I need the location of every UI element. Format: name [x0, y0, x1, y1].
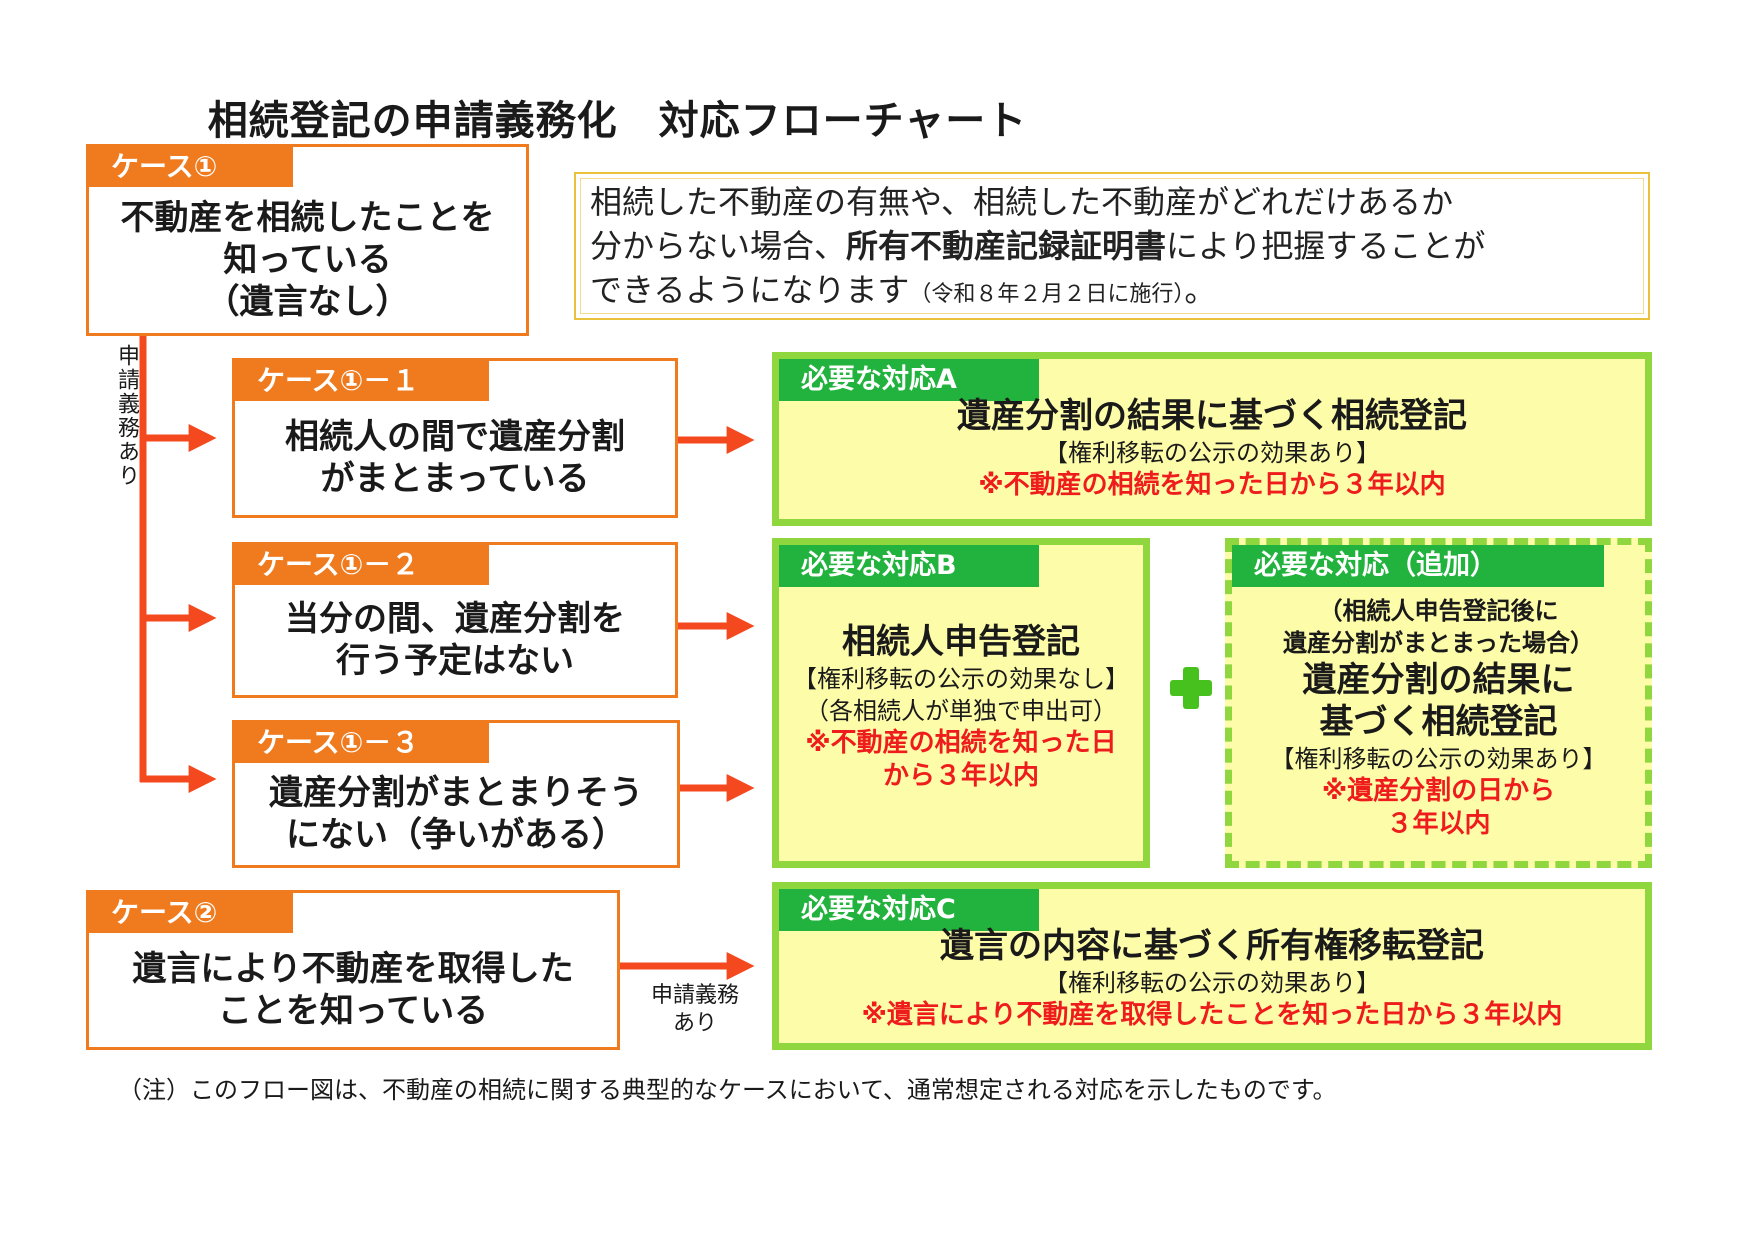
case1-tag: ケース① — [89, 147, 293, 187]
case1-line: 知っている — [223, 240, 392, 280]
case1-2-box: ケース①－２ 当分の間、遺産分割を 行う予定はない — [232, 542, 678, 698]
response-additional-deadline: ※遺産分割の日から — [1321, 776, 1556, 806]
response-c-effect: 【権利移転の公示の効果あり】 — [1044, 969, 1380, 997]
case1-2-text: 当分の間、遺産分割を 行う予定はない — [235, 585, 675, 695]
duty-label-vertical: 申請義務あり — [114, 344, 139, 488]
info-note: 相続した不動産の有無や、相続した不動産がどれだけあるか 分からない場合、所有不動… — [574, 172, 1650, 320]
note-line2: 分からない場合、所有不動産記録証明書により把握することが — [590, 224, 1634, 268]
duty-label-case2: 申請義務 あり — [640, 982, 750, 1038]
note-line3-small: （令和８年２月２日に施行） — [909, 282, 1185, 307]
case1-1-line: がまとまっている — [320, 459, 590, 499]
response-additional-title: 基づく相続登記 — [1319, 702, 1558, 742]
case1-1-line: 相続人の間で遺産分割 — [285, 417, 625, 457]
note-line3: できるようになります（令和８年２月２日に施行）。 — [590, 268, 1634, 317]
response-b-tag: 必要な対応B — [779, 545, 1039, 587]
case1-line: （遺言なし） — [205, 282, 410, 322]
response-b-box: 必要な対応B 相続人申告登記 【権利移転の公示の効果なし】 （各相続人が単独で申… — [772, 538, 1150, 868]
case1-1-tag: ケース①－１ — [235, 361, 489, 401]
case2-line: ことを知っている — [217, 991, 489, 1031]
response-b-effect: 【権利移転の公示の効果なし】 — [793, 665, 1129, 693]
page-title: 相続登記の申請義務化 対応フローチャート — [207, 98, 1028, 144]
response-additional-tag: 必要な対応（追加） — [1232, 545, 1604, 587]
response-c-tag: 必要な対応C — [779, 889, 1039, 931]
case1-text: 不動産を相続したことを 知っている （遺言なし） — [89, 187, 526, 333]
case1-3-line: にない（争いがある） — [286, 815, 626, 855]
response-c-box: 必要な対応C 遺言の内容に基づく所有権移転登記 【権利移転の公示の効果あり】 ※… — [772, 882, 1652, 1050]
case2-line: 遺言により不動産を取得した — [132, 949, 574, 989]
response-additional-box: 必要な対応（追加） （相続人申告登記後に 遺産分割がまとまった場合） 遺産分割の… — [1225, 538, 1652, 868]
response-additional-body: （相続人申告登記後に 遺産分割がまとまった場合） 遺産分割の結果に 基づく相続登… — [1232, 595, 1645, 841]
response-b-note: （各相続人が単独で申出可） — [805, 697, 1117, 725]
response-a-tag: 必要な対応A — [779, 359, 1039, 401]
footer-note: （注）このフロー図は、不動産の相続に関する典型的なケースにおいて、通常想定される… — [118, 1076, 1337, 1104]
case1-3-box: ケース①－３ 遺産分割がまとまりそう にない（争いがある） — [232, 720, 680, 868]
case1-1-box: ケース①－１ 相続人の間で遺産分割 がまとまっている — [232, 358, 678, 518]
case1-2-tag: ケース①－２ — [235, 545, 489, 585]
response-a-box: 必要な対応A 遺産分割の結果に基づく相続登記 【権利移転の公示の効果あり】 ※不… — [772, 352, 1652, 526]
case1-3-text: 遺産分割がまとまりそう にない（争いがある） — [235, 763, 677, 865]
response-additional-condition: 遺産分割がまとまった場合） — [1282, 629, 1595, 657]
note-line2-pre: 分からない場合、 — [590, 227, 847, 265]
response-b-deadline: ※不動産の相続を知った日 — [805, 728, 1117, 758]
note-line2-bold: 所有不動産記録証明書 — [846, 227, 1167, 265]
response-additional-deadline: ３年以内 — [1386, 809, 1491, 839]
case1-line: 不動産を相続したことを — [120, 198, 495, 238]
case1-3-tag: ケース①－３ — [235, 723, 489, 763]
note-line2-post: により把握することが — [1166, 227, 1486, 265]
response-b-body: 相続人申告登記 【権利移転の公示の効果なし】 （各相続人が単独で申出可） ※不動… — [779, 621, 1143, 793]
case1-2-line: 行う予定はない — [336, 641, 574, 681]
case1-2-line: 当分の間、遺産分割を — [285, 599, 625, 639]
case2-box: ケース② 遺言により不動産を取得した ことを知っている — [86, 890, 620, 1050]
response-c-deadline: ※遺言により不動産を取得したことを知った日から３年以内 — [861, 1000, 1563, 1030]
duty-label-case2-line: 申請義務 — [650, 983, 739, 1008]
response-additional-effect: 【権利移転の公示の効果あり】 — [1270, 745, 1607, 773]
note-line1: 相続した不動産の有無や、相続した不動産がどれだけあるか — [590, 183, 1454, 221]
case2-tag: ケース② — [89, 893, 293, 933]
case1-1-text: 相続人の間で遺産分割 がまとまっている — [235, 401, 675, 515]
response-a-body: 遺産分割の結果に基づく相続登記 【権利移転の公示の効果あり】 ※不動産の相続を知… — [779, 395, 1645, 502]
response-a-deadline: ※不動産の相続を知った日から３年以内 — [978, 470, 1446, 500]
response-b-deadline: から３年以内 — [882, 761, 1039, 791]
case1-box: ケース① 不動産を相続したことを 知っている （遺言なし） — [86, 144, 529, 336]
response-a-effect: 【権利移転の公示の効果あり】 — [1044, 439, 1380, 467]
note-line3-main: できるようになります — [590, 271, 910, 309]
response-b-title: 相続人申告登記 — [842, 622, 1080, 662]
case2-text: 遺言により不動産を取得した ことを知っている — [89, 933, 617, 1047]
response-additional-condition: （相続人申告登記後に — [1318, 597, 1559, 625]
note-line3-end: 。 — [1184, 271, 1217, 309]
duty-label-case2-line: あり — [672, 1011, 717, 1036]
response-c-body: 遺言の内容に基づく所有権移転登記 【権利移転の公示の効果あり】 ※遺言により不動… — [779, 925, 1645, 1032]
response-a-title: 遺産分割の結果に基づく相続登記 — [957, 396, 1467, 436]
response-additional-title: 遺産分割の結果に — [1302, 660, 1575, 700]
response-c-title: 遺言の内容に基づく所有権移転登記 — [940, 926, 1484, 966]
case1-3-line: 遺産分割がまとまりそう — [269, 773, 643, 813]
